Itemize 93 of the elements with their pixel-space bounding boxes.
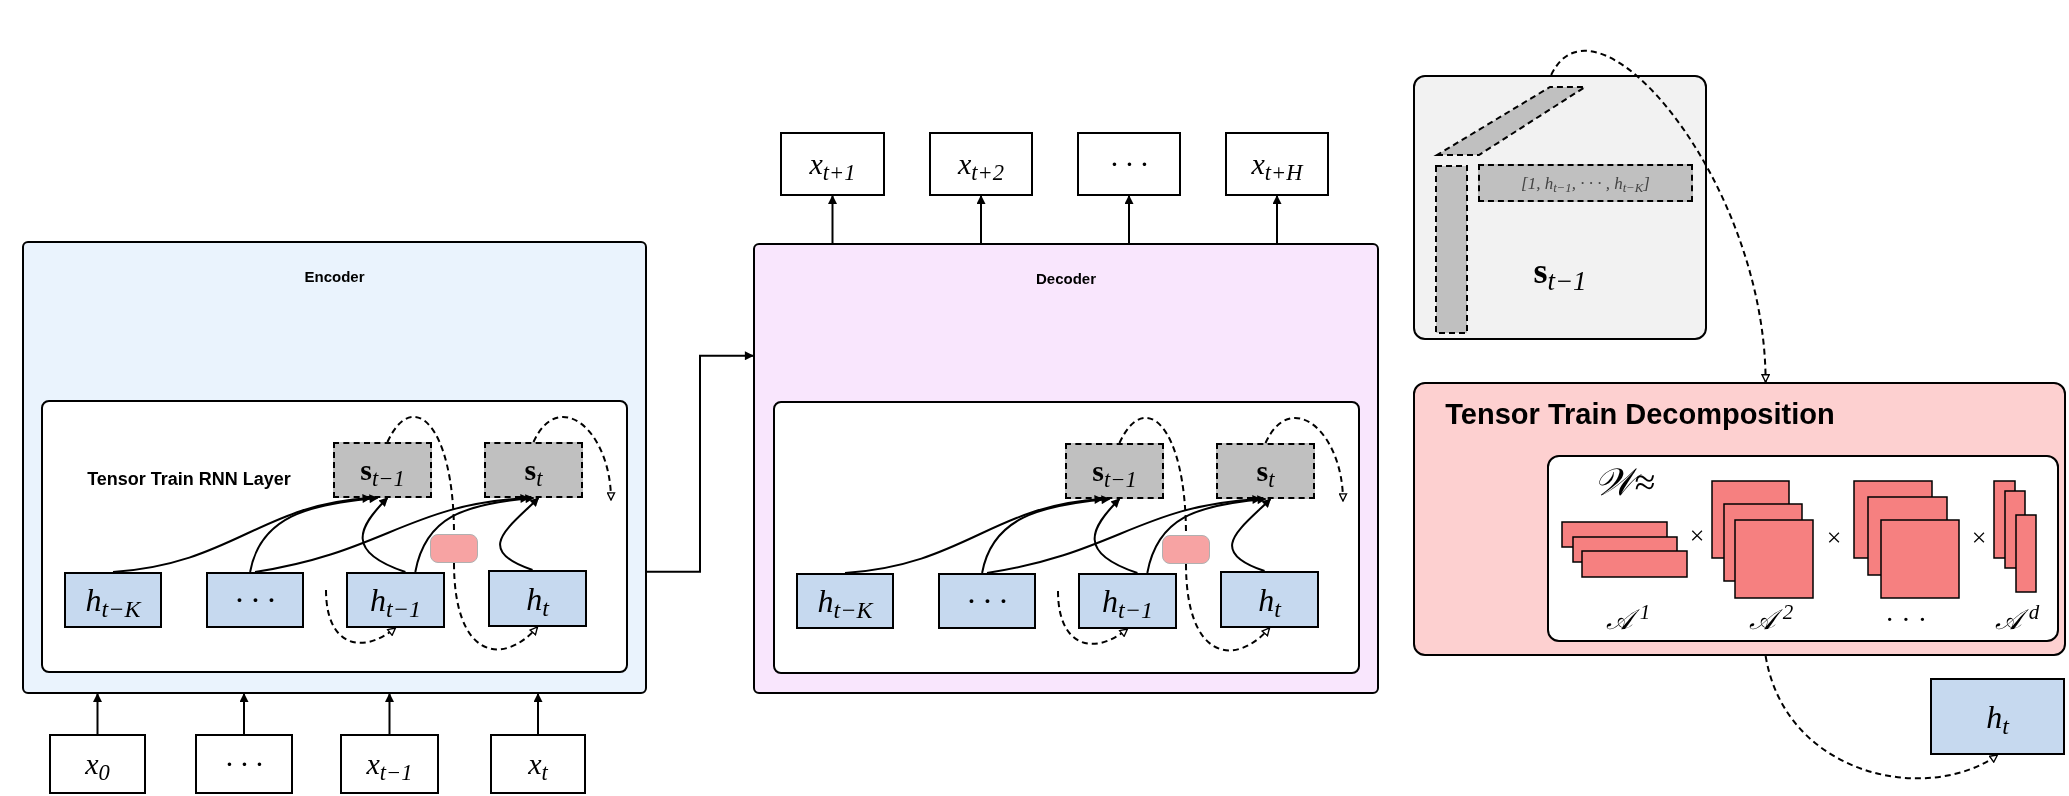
arrow — [1550, 49, 1770, 383]
arrow — [239, 693, 249, 735]
arrow — [828, 195, 837, 244]
arrow — [325, 589, 397, 644]
arrow — [1124, 195, 1134, 244]
math-label: x$_{t−1}$ — [366, 749, 413, 779]
math-label: h$_{t}$ — [1986, 700, 2009, 733]
math-label: · · · — [235, 584, 275, 616]
core-label: 𝒜$^{d}$ — [1993, 606, 2041, 634]
sequence-box — [340, 734, 439, 794]
hidden-state-box — [938, 573, 1036, 629]
times-sign: × — [1970, 525, 1988, 551]
arrow — [533, 693, 543, 735]
arrow — [499, 497, 540, 571]
core-label: 𝒜$^{2}$ — [1747, 606, 1795, 634]
math-label: h$_{t−1}$ — [1102, 585, 1153, 617]
arrow — [361, 497, 407, 573]
panel-title: Encoder — [303, 269, 366, 284]
math-label: s$_{t−1}$ — [1092, 456, 1137, 486]
hidden-state-box — [1220, 571, 1319, 628]
hidden-state-box — [1930, 678, 2065, 755]
math-label: · · · — [1110, 149, 1148, 179]
arrow — [1146, 495, 1267, 574]
state-box — [484, 442, 583, 498]
times-sign: × — [1688, 523, 1706, 549]
math-label: s$_{t}$ — [1256, 456, 1275, 486]
vector-bar — [1478, 164, 1693, 202]
math-label: s$_{t−1}$ — [360, 455, 405, 485]
formula-label: 𝒲≈ — [1593, 463, 1656, 501]
arrow — [1272, 195, 1282, 244]
math-label: h$_{t−K}$ — [85, 584, 141, 616]
decoder-panel — [753, 243, 1379, 694]
sequence-box — [49, 734, 146, 794]
panel-title: Tensor Train RNN Layer — [86, 470, 292, 488]
panel-title: Decoder — [1035, 271, 1097, 286]
arrow — [249, 494, 379, 573]
math-label: x$_{t+H}$ — [1251, 149, 1303, 179]
math-label: x$_{t}$ — [528, 749, 548, 779]
state-box — [333, 442, 432, 498]
arrow — [981, 495, 1111, 574]
arrow — [385, 693, 394, 735]
math-label: s$_{t−1}$ — [1532, 253, 1588, 289]
arrow — [1764, 655, 1999, 780]
arrow — [453, 562, 539, 651]
arrow — [1185, 563, 1271, 652]
arrow — [112, 494, 372, 573]
arrow — [976, 195, 986, 244]
sequence-box — [1225, 132, 1329, 196]
math-label: h$_{t}$ — [1258, 583, 1281, 616]
hidden-state-box — [64, 572, 162, 628]
arrow — [532, 416, 615, 501]
arrow — [844, 495, 1104, 574]
math-label: h$_{t−K}$ — [817, 585, 873, 617]
times-sign: × — [1825, 525, 1843, 551]
sequence-box — [929, 132, 1033, 196]
hidden-state-box — [1078, 573, 1177, 629]
layer-panel — [41, 400, 628, 673]
state-box — [1065, 443, 1164, 499]
math-label: h$_{t−1}$ — [370, 584, 421, 616]
gate-box — [430, 534, 478, 563]
math-label: [1, h$_{t−1}$, · · · , h$_{t−K}$] — [1521, 174, 1650, 192]
math-label: x$_{t+2}$ — [958, 149, 1004, 179]
sequence-box — [490, 734, 586, 794]
panel-title: Tensor Train Decomposition — [1444, 400, 1836, 429]
gate-box — [1162, 535, 1210, 564]
arrow — [414, 494, 535, 573]
decomposition-panel — [1413, 382, 2066, 656]
math-label: x$_{t+1}$ — [809, 149, 856, 179]
arrow — [1057, 590, 1129, 645]
arrow — [646, 351, 754, 573]
formula-panel — [1547, 455, 2059, 642]
hidden-state-box — [346, 572, 445, 628]
math-label: x$_{0}$ — [85, 749, 110, 779]
hidden-state-box — [206, 572, 304, 628]
math-label: · · · — [225, 749, 263, 779]
state-box — [1216, 443, 1315, 499]
encoder-panel — [22, 241, 647, 694]
arrow — [1231, 498, 1272, 572]
arrow — [1093, 498, 1139, 574]
core-label: · · · — [1884, 606, 1928, 634]
sequence-box — [195, 734, 293, 794]
hidden-state-box — [488, 570, 587, 627]
arrow — [1264, 417, 1347, 502]
state-matrix-panel — [1413, 75, 1707, 340]
math-label: h$_{t}$ — [526, 582, 549, 615]
arrow — [93, 693, 102, 735]
math-label: s$_{t}$ — [524, 455, 543, 485]
hidden-state-box — [796, 573, 894, 629]
core-label: 𝒜$^{1}$ — [1604, 606, 1652, 634]
math-label: · · · — [967, 585, 1007, 617]
sequence-box — [1077, 132, 1181, 196]
layer-panel — [773, 401, 1360, 674]
sequence-box — [780, 132, 885, 196]
